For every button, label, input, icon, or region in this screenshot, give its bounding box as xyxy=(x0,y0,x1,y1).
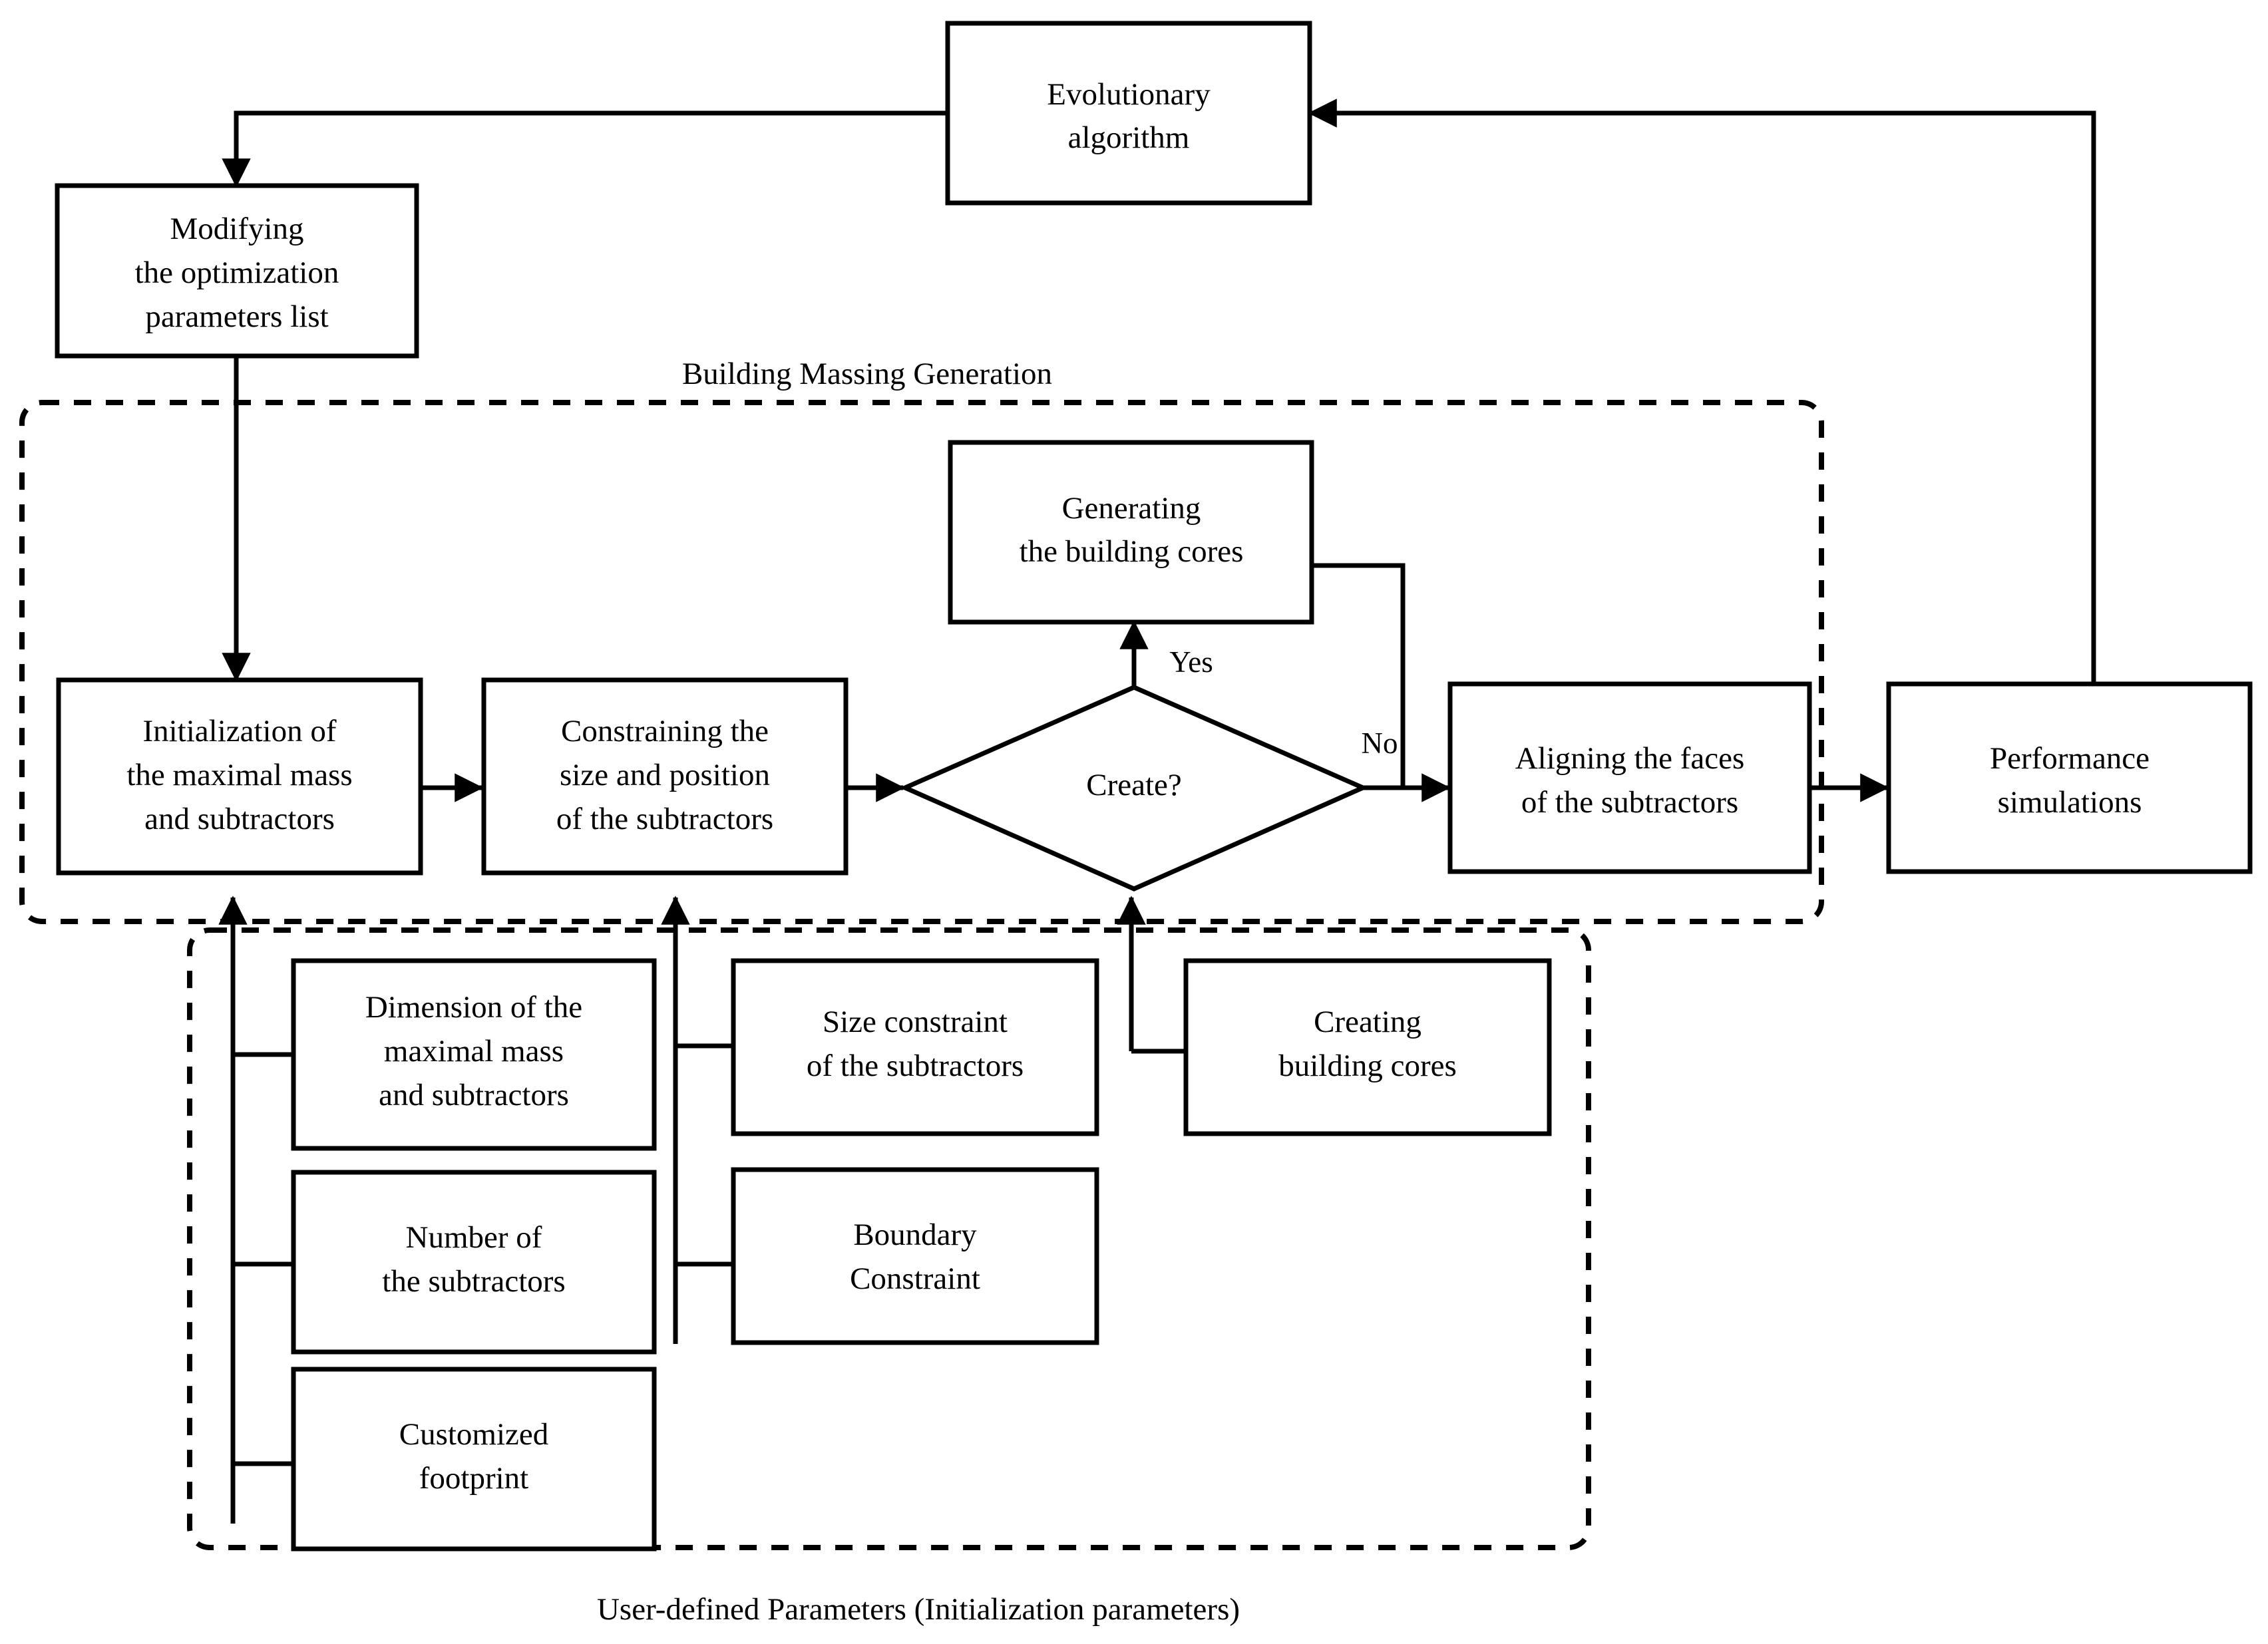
node-create-decision-label: Create? xyxy=(1086,768,1182,802)
node-evolutionary-algorithm-line-1: Evolutionary xyxy=(1047,77,1211,112)
node-size-constraint-shape xyxy=(731,958,1099,1136)
node-constraining-line-2: size and position xyxy=(560,758,770,792)
node-evolutionary-algorithm-shape xyxy=(945,21,1312,206)
node-constraining-line-3: of the subtractors xyxy=(556,802,773,836)
node-number-subtractors[interactable]: Number of the subtractors xyxy=(291,1170,657,1355)
node-size-constraint-line-2: of the subtractors xyxy=(807,1049,1024,1083)
node-number-subtractors-line-2: the subtractors xyxy=(382,1264,565,1299)
edge-performance-to-evolutionary xyxy=(1308,98,2096,684)
node-creating-building-cores-shape xyxy=(1183,958,1552,1136)
node-modifying-parameters[interactable]: Modifying the optimization parameters li… xyxy=(55,183,419,359)
node-customized-footprint-line-1: Customized xyxy=(399,1417,549,1452)
node-dimension-maximal-mass-line-3: and subtractors xyxy=(379,1078,569,1112)
node-initialization[interactable]: Initialization of the maximal mass and s… xyxy=(56,677,423,876)
edge-label-yes: Yes xyxy=(1169,645,1213,679)
node-initialization-line-3: and subtractors xyxy=(144,802,335,836)
node-modifying-parameters-line-3: parameters list xyxy=(145,299,328,334)
node-constraining-line-1: Constraining the xyxy=(561,714,769,748)
node-aligning-faces[interactable]: Aligning the faces of the subtractors xyxy=(1447,681,1812,874)
node-constraining[interactable]: Constraining the size and position of th… xyxy=(481,677,849,876)
node-dimension-maximal-mass-line-1: Dimension of the xyxy=(365,990,582,1025)
node-size-constraint[interactable]: Size constraint of the subtractors xyxy=(731,958,1099,1136)
group-label-building-massing-generation: Building Massing Generation xyxy=(682,357,1052,391)
node-boundary-constraint-line-2: Constraint xyxy=(850,1261,980,1296)
node-size-constraint-line-1: Size constraint xyxy=(823,1005,1008,1039)
node-number-subtractors-shape xyxy=(291,1170,657,1355)
node-modifying-parameters-line-2: the optimization xyxy=(135,255,339,290)
node-generating-building-cores-line-1: Generating xyxy=(1062,491,1201,526)
node-aligning-faces-shape xyxy=(1447,681,1812,874)
node-performance-simulations-line-2: simulations xyxy=(1998,785,2142,820)
node-dimension-maximal-mass-shape xyxy=(291,958,657,1151)
edge-label-no: No xyxy=(1362,727,1398,760)
node-performance-simulations[interactable]: Performance simulations xyxy=(1886,681,2253,874)
node-creating-building-cores[interactable]: Creating building cores xyxy=(1183,958,1552,1136)
node-creating-building-cores-line-2: building cores xyxy=(1278,1049,1457,1083)
node-create-decision[interactable]: Create? xyxy=(899,685,1369,892)
node-generating-building-cores[interactable]: Generating the building cores xyxy=(948,440,1314,625)
node-modifying-parameters-line-1: Modifying xyxy=(170,212,303,246)
node-generating-building-cores-line-2: the building cores xyxy=(1020,534,1244,569)
node-modifying-parameters-shape xyxy=(55,183,419,359)
node-initialization-line-2: the maximal mass xyxy=(126,758,352,792)
node-evolutionary-algorithm-line-2: algorithm xyxy=(1068,120,1190,155)
node-performance-simulations-line-1: Performance xyxy=(1990,741,2150,776)
node-initialization-line-1: Initialization of xyxy=(142,714,336,748)
node-boundary-constraint-line-1: Boundary xyxy=(853,1218,977,1252)
node-dimension-maximal-mass[interactable]: Dimension of the maximal mass and subtra… xyxy=(291,958,657,1151)
node-generating-building-cores-shape xyxy=(948,440,1314,625)
node-dimension-maximal-mass-line-2: maximal mass xyxy=(384,1034,564,1069)
node-customized-footprint-line-2: footprint xyxy=(419,1461,528,1496)
group-building-massing-generation xyxy=(19,400,1824,924)
node-aligning-faces-line-2: of the subtractors xyxy=(1521,785,1738,820)
node-creating-building-cores-line-1: Creating xyxy=(1314,1005,1421,1039)
node-aligning-faces-line-1: Aligning the faces xyxy=(1515,741,1745,776)
node-constraining-shape xyxy=(481,677,849,876)
node-initialization-shape xyxy=(56,677,423,876)
group-label-user-defined-parameters: User-defined Parameters (Initialization … xyxy=(597,1592,1240,1627)
node-boundary-constraint-shape xyxy=(731,1167,1099,1345)
node-create-decision-shape xyxy=(899,685,1369,892)
edge-generating-to-aligning xyxy=(1312,563,1406,788)
node-customized-footprint-shape xyxy=(291,1367,657,1552)
group-user-defined-parameters xyxy=(187,927,1591,1550)
node-number-subtractors-line-1: Number of xyxy=(406,1220,542,1255)
node-performance-simulations-shape xyxy=(1886,681,2253,874)
edge-evolutionary-to-modifying xyxy=(222,110,948,188)
node-customized-footprint[interactable]: Customized footprint xyxy=(291,1367,657,1552)
node-boundary-constraint[interactable]: Boundary Constraint xyxy=(731,1167,1099,1345)
node-evolutionary-algorithm[interactable]: Evolutionary algorithm xyxy=(945,21,1312,206)
